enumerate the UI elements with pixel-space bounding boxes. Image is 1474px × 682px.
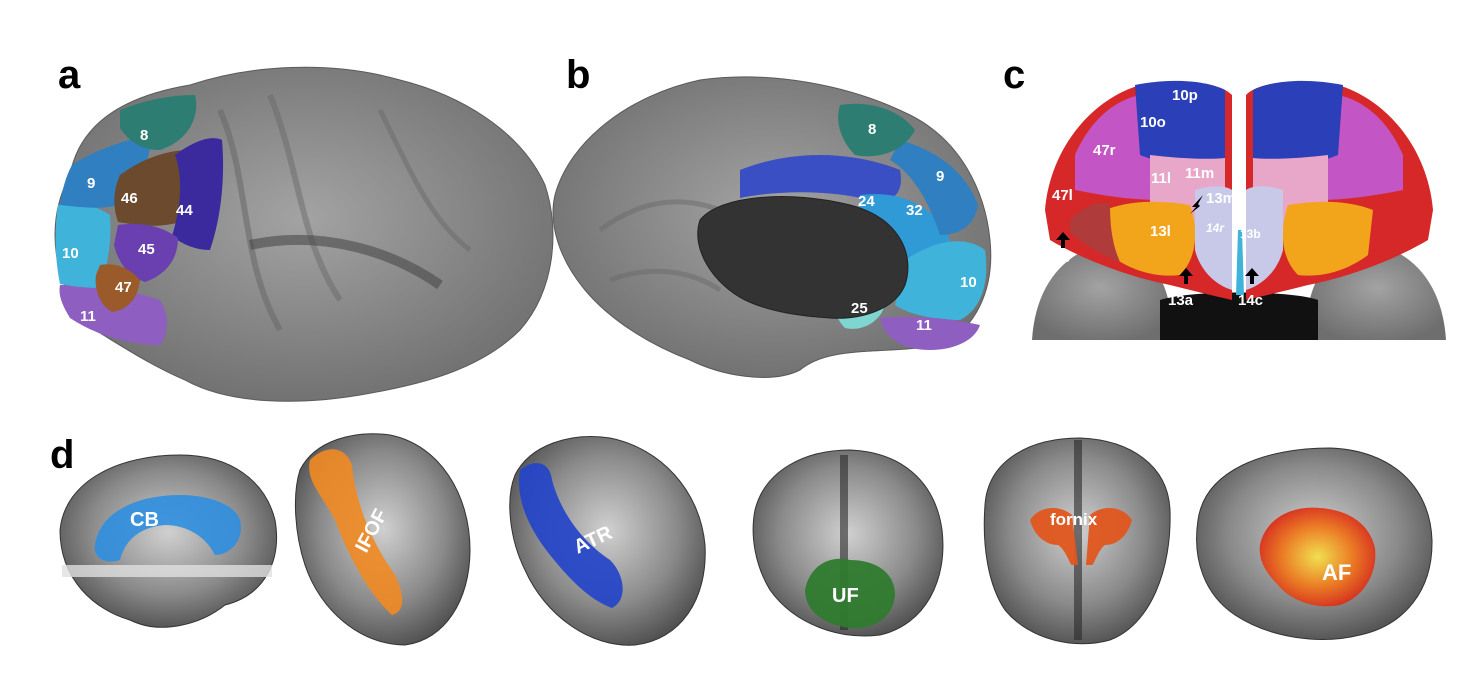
panel-a-label-10: 10	[62, 245, 79, 262]
panel-c-label-13l: 13l	[1150, 223, 1171, 240]
panel-a-area-11	[59, 285, 167, 345]
panel-c-label-14r: 14r	[1206, 221, 1225, 235]
panel-a-area-46	[114, 150, 195, 226]
panel-d-brain-uf: UF	[752, 449, 944, 637]
tract-label-cb: CB	[130, 509, 159, 531]
panel-c-label-13m: 13m	[1206, 190, 1236, 207]
panel-b-area-24	[740, 155, 901, 202]
panel-c-label-11m: 11m	[1185, 165, 1214, 182]
panel-a-area-47	[95, 264, 140, 312]
panel-a-label-45: 45	[138, 241, 155, 258]
panel-a-label-46: 46	[121, 190, 138, 207]
panel-c-midline-gap	[1160, 292, 1318, 340]
panel-a-label-8: 8	[140, 127, 148, 144]
panel-c-label-10p: 10p	[1172, 87, 1198, 104]
tract-label-fornix: fornix	[1050, 510, 1098, 529]
panel-c-label-47s: 47s	[1045, 249, 1070, 266]
panel-letter-d: d	[50, 433, 75, 477]
panel-a-area-44	[172, 138, 224, 250]
panel-b-area-8	[838, 103, 915, 157]
panel-a-area-45	[114, 223, 178, 282]
panel-letter-a: a	[58, 53, 81, 97]
panel-b-area-10	[895, 241, 987, 320]
panel-b-area-9	[890, 140, 978, 235]
tract-uf	[805, 558, 895, 629]
panel-c-label-10o: 10o	[1140, 114, 1166, 131]
panel-b-label-24: 24	[858, 193, 875, 210]
tract-af	[1259, 507, 1376, 607]
tract-atr	[519, 463, 623, 608]
panel-d-brain-fornix: fornix	[983, 437, 1171, 645]
panel-b-medial-brain: 8 9 24 32 10 25 11	[552, 76, 992, 378]
panel-b-label-10: 10	[960, 274, 977, 291]
panel-c-label-11l: 11l	[1151, 170, 1171, 187]
panel-b-label-9: 9	[936, 168, 944, 185]
panel-a-label-9: 9	[87, 175, 95, 192]
panel-d-brain-af: AF	[1196, 447, 1433, 640]
panel-letter-c: c	[1003, 53, 1026, 97]
tract-fornix	[1030, 508, 1132, 565]
panel-d-brain-atr: ATR	[509, 436, 706, 646]
panel-letter-b: b	[566, 53, 591, 97]
panel-a-label-11: 11	[80, 308, 96, 325]
panel-a-area-10	[55, 203, 111, 288]
panel-b-medial-cut-surface	[697, 196, 909, 319]
panel-c-label-47l: 47l	[1052, 187, 1073, 204]
panel-b-label-11: 11	[916, 317, 932, 334]
panel-a-label-44: 44	[176, 202, 193, 219]
panel-c-label-14c: 14c	[1238, 292, 1263, 309]
panel-b-area-11	[880, 316, 980, 350]
panel-c-arrow-47s	[1056, 232, 1070, 248]
panel-b-label-25: 25	[851, 300, 868, 317]
panel-c-label-13b: 13b	[1240, 227, 1261, 241]
panel-c-label-47r: 47r	[1093, 142, 1116, 159]
panel-c-ventral-brain: 10p 10o 47r 11l 11m 47l 13m 13l 14r 13b …	[1030, 60, 1448, 342]
tract-ifof	[309, 449, 403, 615]
panel-d-brain-cb: CB	[59, 454, 277, 628]
panel-a-label-47: 47	[115, 279, 132, 296]
panel-c-arrow-13m	[1190, 195, 1203, 214]
panel-a-area-8	[120, 95, 197, 150]
panel-c-arrow-14c	[1245, 268, 1259, 284]
panel-a-lateral-brain: 8 9 46 44 10 45 47 11	[54, 66, 554, 402]
tract-cb	[94, 495, 241, 562]
panel-b-label-32: 32	[906, 202, 923, 219]
tract-label-uf: UF	[832, 585, 859, 607]
panel-b-label-8: 8	[868, 121, 876, 138]
panel-c-label-13a: 13a	[1168, 292, 1194, 309]
tract-label-af: AF	[1322, 560, 1351, 585]
panel-c-arrow-13a	[1179, 268, 1193, 284]
panel-d-brain-ifof: IFOF	[294, 433, 471, 646]
